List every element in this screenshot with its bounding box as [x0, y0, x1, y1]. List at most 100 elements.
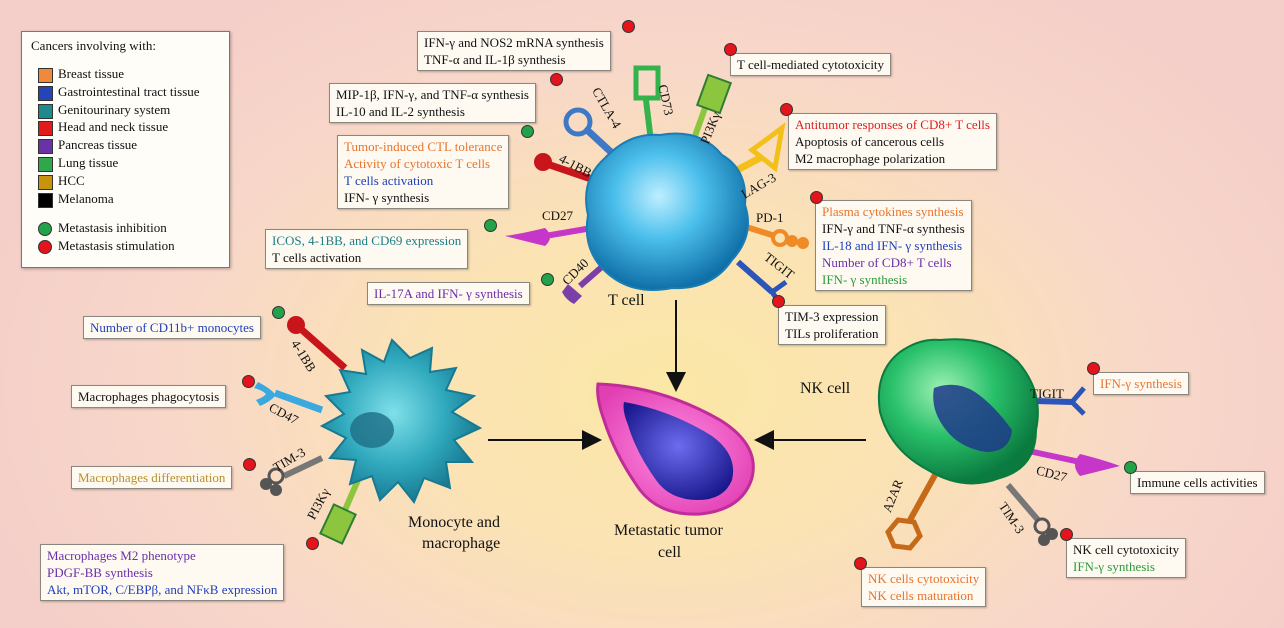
receptor-label-tigit-nk: TIGIT: [1030, 386, 1064, 401]
receptor-pd1-shape: [739, 222, 809, 249]
stimulation-marker: [242, 375, 255, 388]
effect-line: T cell-mediated cytotoxicity: [737, 57, 885, 72]
stimulation-marker: [550, 73, 563, 86]
stimulation-marker: [306, 537, 319, 550]
effect-line: IFN-γ and TNF-α synthesis: [822, 221, 965, 236]
effect-line: Akt, mTOR, C/EBPβ, and NFκB expression: [47, 582, 278, 597]
effect-line: IL-17A and IFN- γ synthesis: [374, 286, 523, 301]
t-cell-body: [585, 132, 749, 291]
effect-line: NK cells maturation: [868, 588, 974, 603]
effect-line: Tumor-induced CTL tolerance: [344, 139, 503, 154]
effect-line: NK cell cytotoxicity: [1073, 542, 1180, 557]
effect-line: IL-18 and IFN- γ synthesis: [822, 238, 963, 253]
legend-swatch: [38, 157, 53, 172]
monocyte-body: [319, 338, 483, 504]
legend-marker-dot: [38, 222, 52, 237]
t-cell-label: T cell: [608, 292, 645, 309]
inhibition-marker: [1124, 461, 1137, 474]
inhibition-marker: [521, 125, 534, 138]
receptor-tim3-m-shape: [260, 455, 324, 496]
legend-swatch: [38, 85, 53, 101]
effect-box-phagocytosis: Macrophages phagocytosis: [71, 385, 227, 408]
legend-item-label: Gastrointestinal tract tissue: [58, 83, 200, 99]
effect-line: IFN-γ synthesis: [1100, 376, 1182, 391]
effect-line: IL-10 and IL-2 synthesis: [336, 104, 465, 119]
nk-cell-label: NK cell: [800, 380, 851, 397]
effect-line: Plasma cytokines synthesis: [822, 204, 964, 219]
stimulation-marker: [243, 458, 256, 471]
inhibition-marker: [541, 273, 554, 286]
legend-item-label: Lung tissue: [58, 155, 119, 170]
effect-line: Immune cells activities: [1137, 475, 1258, 490]
effect-box-icos: ICOS, 4-1BB, and CD69 expression T cells …: [265, 229, 469, 269]
monocyte-label-line1: Monocyte and: [408, 514, 500, 531]
stimulation-marker: [810, 191, 823, 204]
effect-line: ICOS, 4-1BB, and CD69 expression: [272, 233, 462, 248]
monocyte-nucleus: [350, 412, 394, 448]
legend-item-label: Melanoma: [58, 190, 114, 206]
legend-marker-label: Metastasis stimulation: [58, 238, 175, 254]
stimulation-marker: [622, 20, 635, 33]
tumor-label-line1: Metastatic tumor: [614, 522, 723, 539]
monocyte-label-line2: macrophage: [422, 535, 501, 552]
effect-line: TIM-3 expression: [785, 309, 879, 324]
inhibition-marker: [272, 306, 285, 319]
effect-line: M2 macrophage polarization: [795, 151, 946, 166]
effect-box-nk-maturation: NK cells cytotoxicity NK cells maturation: [861, 567, 987, 607]
effect-line: Activity of cytotoxic T cells: [344, 156, 491, 171]
stimulation-marker: [780, 103, 793, 116]
effect-box-il17: IL-17A and IFN- γ synthesis: [367, 282, 530, 305]
effect-line: Macrophages phagocytosis: [78, 389, 220, 404]
nk-cell-nucleus: [933, 384, 1012, 452]
effect-box-m-differentiation: Macrophages differentiation: [71, 466, 233, 489]
effect-line: Number of CD8+ T cells: [822, 255, 952, 270]
legend-swatch: [38, 139, 53, 155]
effect-line: IFN- γ synthesis: [822, 272, 908, 287]
effect-line: Apoptosis of cancerous cells: [795, 134, 945, 149]
legend-item-label: Pancreas tissue: [58, 137, 138, 153]
legend-swatch: [38, 103, 53, 119]
receptor-label-pd1: PD-1: [756, 210, 784, 225]
receptor-cd27-nk-shape: [1023, 447, 1120, 476]
receptor-a2ar-shape: [885, 473, 938, 551]
effect-line: PDGF-BB synthesis: [47, 565, 153, 580]
stimulation-marker: [854, 557, 867, 570]
effect-line: Macrophages differentiation: [78, 470, 226, 485]
legend-swatch: [38, 192, 53, 208]
stimulation-marker: [724, 43, 737, 56]
legend-title: Cancers involving with:: [31, 38, 156, 53]
legend-swatch: [38, 174, 53, 190]
effect-box-ifn-nk: IFN-γ synthesis: [1093, 372, 1189, 395]
effect-line: NK cells cytotoxicity: [868, 571, 980, 586]
legend-item-label: Breast tissue: [58, 66, 125, 81]
effect-line: TILs proliferation: [785, 326, 879, 341]
effect-line: MIP-1β, IFN-γ, and TNF-α synthesis: [336, 87, 529, 102]
receptor-cd27-t-shape: [505, 225, 593, 246]
effect-line: T cells activation: [272, 250, 362, 265]
effect-box-immune: Immune cells activities: [1130, 471, 1265, 494]
receptor-tim3-nk-shape: [1005, 483, 1058, 546]
receptor-label-cd27-t: CD27: [542, 208, 574, 223]
effect-line: IFN- γ synthesis: [344, 190, 430, 205]
inhibition-marker: [484, 219, 497, 232]
effect-line: TNF-α and IL-1β synthesis: [424, 52, 566, 67]
effect-line: Macrophages M2 phenotype: [47, 548, 196, 563]
receptor-pi3k-m-shape: [319, 478, 361, 545]
effect-line: IFN-γ and NOS2 mRNA synthesis: [424, 35, 604, 50]
effect-box-tcell-cytotoxicity: T cell-mediated cytotoxicity: [730, 53, 892, 76]
legend-marker-dot: [38, 240, 52, 255]
effect-line: Antitumor responses of CD8+ T cells: [795, 117, 990, 132]
receptor-cd47-shape: [254, 382, 324, 414]
tumor-label-line2: cell: [658, 544, 682, 561]
legend-swatch: [38, 121, 53, 137]
effect-line: T cells activation: [344, 173, 434, 188]
effect-line: IFN-γ synthesis: [1073, 559, 1155, 574]
